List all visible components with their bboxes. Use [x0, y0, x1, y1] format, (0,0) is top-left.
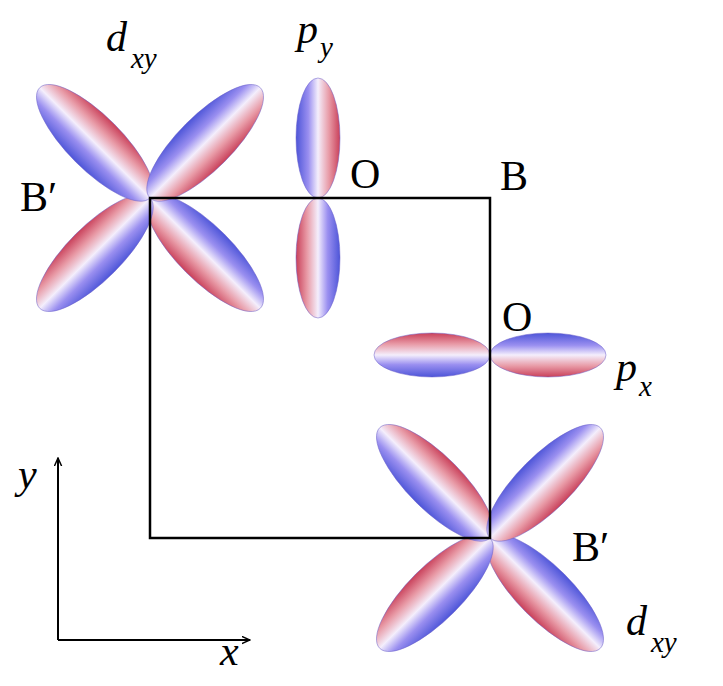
orbital-subscript: xy: [131, 44, 157, 73]
site-label: B: [500, 155, 528, 197]
axis-label: x: [220, 630, 239, 672]
dxy-orbital-lobe: [131, 69, 279, 217]
y-axis-arrow: [57, 458, 59, 640]
orbital-subscript: xy: [651, 628, 677, 657]
px-orbital-lobe: [374, 333, 490, 377]
orbital-subscript: x: [639, 372, 652, 401]
dxy-orbital-lobe: [361, 409, 509, 557]
orbital-subscript: y: [320, 33, 333, 62]
dxy-orbital-lobe: [131, 179, 279, 327]
dxy-orbital-lobe: [361, 519, 509, 667]
orbital-label: d: [106, 16, 127, 58]
px-orbital-lobe: [490, 333, 606, 377]
site-label: O: [350, 153, 380, 195]
unit-cell-square: [150, 198, 490, 538]
site-label: B′: [572, 526, 609, 568]
orbital-label: p: [616, 346, 637, 388]
dxy-orbital-lobe: [21, 69, 169, 217]
orbital-label: p: [297, 8, 318, 50]
site-label: O: [502, 296, 532, 338]
dxy-orbital-lobe: [471, 519, 619, 667]
py-orbital-lobe: [296, 198, 340, 318]
axis-label: y: [18, 453, 37, 495]
orbital-label: d: [626, 600, 647, 642]
site-label: B′: [20, 176, 57, 218]
py-orbital-lobe: [296, 78, 340, 198]
